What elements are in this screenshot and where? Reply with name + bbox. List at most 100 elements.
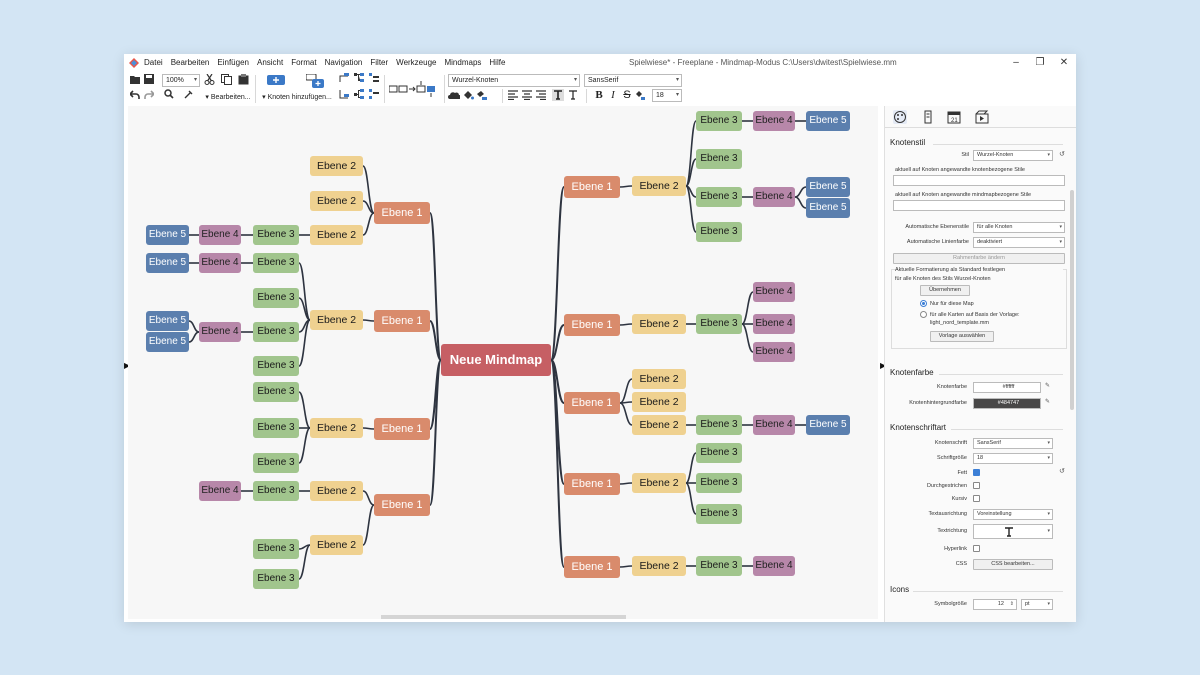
menu-format[interactable]: Format: [291, 58, 317, 67]
node-level2-l4b[interactable]: Ebene 2: [310, 535, 363, 555]
node-level2-r5a[interactable]: Ebene 2: [632, 556, 686, 576]
css-edit-button[interactable]: CSS bearbeiten...: [973, 559, 1053, 570]
node-level5-l2a3ab[interactable]: Ebene 5: [146, 332, 189, 352]
search-icon[interactable]: [164, 89, 174, 99]
menu-hilfe[interactable]: Hilfe: [489, 58, 506, 67]
node-level5-r1a1aa[interactable]: Ebene 5: [806, 111, 850, 131]
node-level3-r1a4[interactable]: Ebene 3: [696, 222, 742, 242]
minimize-icon[interactable]: –: [1013, 57, 1019, 68]
cut-icon[interactable]: [204, 74, 215, 85]
node-bg-swatch[interactable]: #484747: [973, 398, 1041, 409]
save-icon[interactable]: [144, 74, 154, 84]
node-level2-l1c[interactable]: Ebene 2: [310, 225, 363, 245]
node-level1-l2[interactable]: Ebene 1: [374, 310, 430, 332]
node-alignment-icon[interactable]: [389, 81, 439, 97]
tab-presentation-icon[interactable]: [975, 110, 989, 124]
text-style-icon[interactable]: [568, 90, 578, 100]
node-level1-r1[interactable]: Ebene 1: [564, 176, 620, 198]
undo-icon[interactable]: [130, 89, 140, 99]
align-center-icon[interactable]: [522, 90, 532, 100]
paste-icon[interactable]: [238, 74, 249, 85]
node-level3-l4b1[interactable]: Ebene 3: [253, 539, 299, 559]
radio-this-map[interactable]: [920, 300, 927, 307]
choose-template-button[interactable]: Vorlage auswählen: [930, 331, 994, 342]
node-level3-l3a2[interactable]: Ebene 3: [253, 418, 299, 438]
node-level5-l2a1aa[interactable]: Ebene 5: [146, 253, 189, 273]
node-level1-r4[interactable]: Ebene 1: [564, 473, 620, 495]
node-level5-l1c1aa[interactable]: Ebene 5: [146, 225, 189, 245]
icon-size-unit-select[interactable]: pt▾: [1021, 599, 1053, 610]
node-level3-l2a4[interactable]: Ebene 3: [253, 356, 299, 376]
node-level3-l2a1[interactable]: Ebene 3: [253, 253, 299, 273]
node-level1-l1[interactable]: Ebene 1: [374, 202, 430, 224]
node-level1-l4[interactable]: Ebene 1: [374, 494, 430, 516]
tab-calendar-icon[interactable]: 21: [947, 110, 961, 124]
fill-color-icon[interactable]: [462, 90, 474, 100]
node-level3-l4b2[interactable]: Ebene 3: [253, 569, 299, 589]
add-node-dropdown[interactable]: ▾ Knoten hinzufügen...: [262, 94, 332, 101]
node-level4-r2a1a[interactable]: Ebene 4: [753, 282, 795, 302]
node-level3-l3a1[interactable]: Ebene 3: [253, 382, 299, 402]
add-sibling-node-icon[interactable]: [306, 74, 324, 88]
redo-icon[interactable]: [144, 89, 154, 99]
node-level3-r4a3[interactable]: Ebene 3: [696, 504, 742, 524]
node-level2-l3a[interactable]: Ebene 2: [310, 418, 363, 438]
menu-filter[interactable]: Filter: [370, 58, 389, 67]
node-level3-r5a1[interactable]: Ebene 3: [696, 556, 742, 576]
node-level2-l1a[interactable]: Ebene 2: [310, 156, 363, 176]
collapse-left-icon[interactable]: ▶: [124, 361, 130, 370]
root-node[interactable]: Neue Mindmap: [441, 344, 551, 376]
size-select-panel[interactable]: 18▾: [973, 453, 1053, 464]
font-select[interactable]: SansSerif▾: [584, 74, 682, 87]
font-select-panel[interactable]: SansSerif▾: [973, 438, 1053, 449]
node-level3-l3a3[interactable]: Ebene 3: [253, 453, 299, 473]
find-replace-icon[interactable]: [184, 89, 194, 99]
node-level4-r3c1a[interactable]: Ebene 4: [753, 415, 795, 435]
direction-select-panel[interactable]: ▾: [973, 524, 1053, 539]
node-level3-l4a1[interactable]: Ebene 3: [253, 481, 299, 501]
node-level2-l2a[interactable]: Ebene 2: [310, 310, 363, 330]
menu-einfuegen[interactable]: Einfügen: [217, 58, 249, 67]
node-level4-r2a1c[interactable]: Ebene 4: [753, 342, 795, 362]
strikethrough-icon[interactable]: S: [623, 89, 631, 101]
node-level2-r3a[interactable]: Ebene 2: [632, 369, 686, 389]
align-left-icon[interactable]: [508, 90, 518, 100]
node-level4-r5a1a[interactable]: Ebene 4: [753, 556, 795, 576]
node-level2-r1a[interactable]: Ebene 2: [632, 176, 686, 196]
panel-scrollbar[interactable]: [1070, 190, 1074, 410]
node-level3-r1a1[interactable]: Ebene 3: [696, 111, 742, 131]
node-level5-r1a3ab[interactable]: Ebene 5: [806, 198, 850, 218]
italic-icon[interactable]: I: [611, 89, 615, 101]
node-level4-r1a3a[interactable]: Ebene 4: [753, 187, 795, 207]
align-right-icon[interactable]: [536, 90, 546, 100]
node-level2-l1b[interactable]: Ebene 2: [310, 191, 363, 211]
node-level2-r2a[interactable]: Ebene 2: [632, 314, 686, 334]
tab-format-icon[interactable]: [893, 110, 907, 124]
node-level1-l3[interactable]: Ebene 1: [374, 418, 430, 440]
node-level3-l1c1[interactable]: Ebene 3: [253, 225, 299, 245]
text-format-icon[interactable]: [552, 89, 564, 101]
menu-ansicht[interactable]: Ansicht: [256, 58, 284, 67]
menu-werkzeuge[interactable]: Werkzeuge: [396, 58, 437, 67]
node-level3-r4a2[interactable]: Ebene 3: [696, 473, 742, 493]
node-level3-l2a2[interactable]: Ebene 3: [253, 288, 299, 308]
apply-button[interactable]: Übernehmen: [920, 285, 970, 296]
style-select[interactable]: Wurzel-Knoten▾: [448, 74, 580, 87]
node-level2-r3b[interactable]: Ebene 2: [632, 392, 686, 412]
text-color-icon[interactable]: [635, 90, 645, 100]
node-level5-r3c1aa[interactable]: Ebene 5: [806, 415, 850, 435]
cloud-icon[interactable]: [448, 90, 460, 100]
node-level4-l2a1a[interactable]: Ebene 4: [199, 253, 241, 273]
node-level3-r1a3[interactable]: Ebene 3: [696, 187, 742, 207]
strike-checkbox[interactable]: [973, 482, 980, 489]
bold-checkbox[interactable]: [973, 469, 980, 476]
node-color-picker-icon[interactable]: ✎: [1045, 383, 1051, 389]
layout-outline-icon[interactable]: [369, 89, 379, 99]
close-icon[interactable]: ✕: [1059, 57, 1069, 68]
layout-up-icon[interactable]: [339, 73, 349, 83]
hyperlink-checkbox[interactable]: [973, 545, 980, 552]
layout-tree-icon[interactable]: [354, 73, 364, 83]
border-color-button[interactable]: Rahmenfarbe ändern: [893, 253, 1065, 264]
node-level2-l4a[interactable]: Ebene 2: [310, 481, 363, 501]
